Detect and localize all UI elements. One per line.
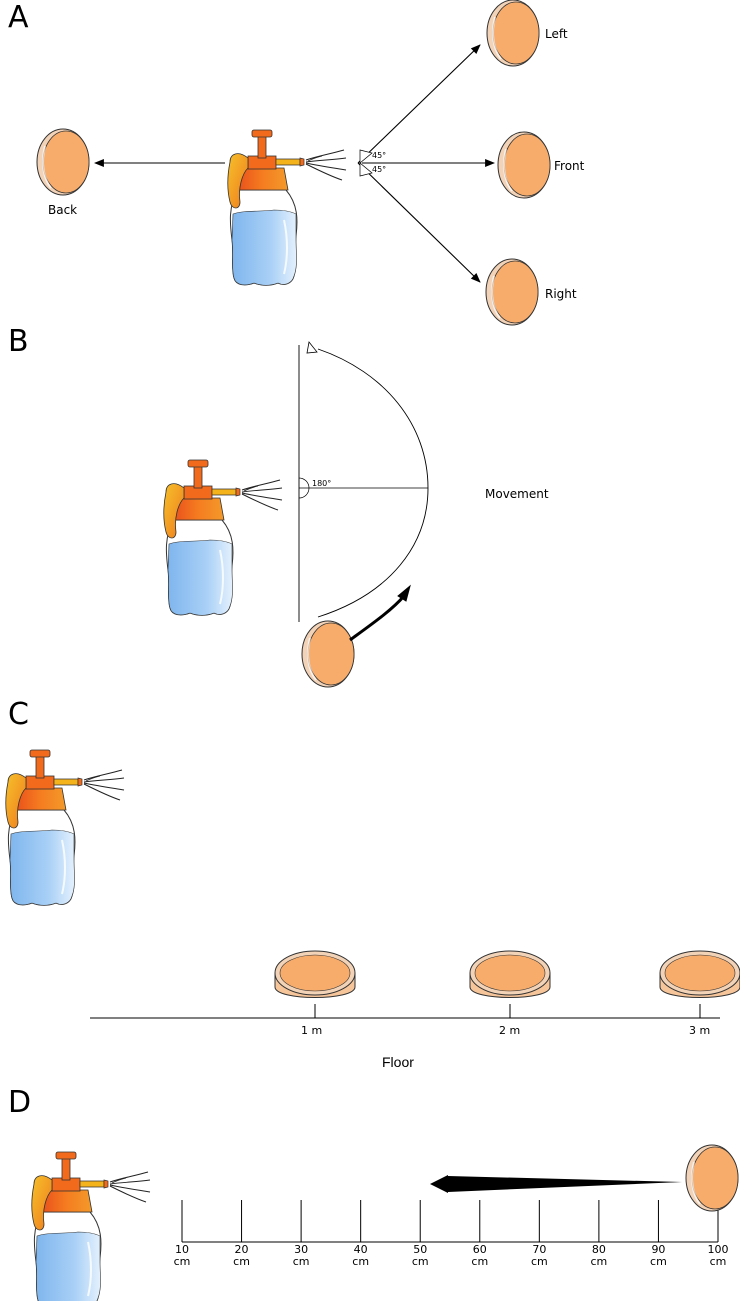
sprayer-bottle-icon: [4, 749, 126, 907]
movement-arrowhead-icon: [397, 584, 411, 602]
ruler-tick-label-30: 30: [294, 1243, 308, 1256]
angle-label-lower: 45°: [372, 165, 386, 174]
distance-label-1m: 1 m: [301, 1024, 322, 1037]
dish-2m: [469, 950, 551, 998]
label-right: Right: [545, 287, 577, 301]
panel-d: D 10cm20cm30cm40cm50cm60cm70cm80cm90cm10…: [8, 1085, 739, 1301]
ruler-tick-label-50: 50: [413, 1243, 427, 1256]
ruler-tick-unit-70: cm: [531, 1255, 548, 1268]
label-movement: Movement: [485, 487, 549, 501]
arc-arrowhead-icon: [306, 341, 318, 354]
panel-b: B 180° Movement: [8, 324, 549, 688]
distance-label-3m: 3 m: [689, 1024, 710, 1037]
angle-label-upper: 45°: [372, 151, 386, 160]
label-left: Left: [545, 27, 568, 41]
label-front: Front: [554, 159, 585, 173]
ruler-tick-label-70: 70: [532, 1243, 546, 1256]
dish-front: [497, 131, 551, 199]
ruler-tick-label-100: 100: [708, 1243, 729, 1256]
sprayer-bottle-icon: [162, 459, 283, 617]
angle-arc-180: [298, 477, 310, 499]
ruler-tick-label-40: 40: [354, 1243, 368, 1256]
panel-c-letter: C: [8, 697, 29, 732]
ruler-tick-label-60: 60: [473, 1243, 487, 1256]
label-back: Back: [48, 203, 77, 217]
ruler-tick-unit-30: cm: [293, 1255, 310, 1268]
dish-1m: [274, 950, 356, 998]
ruler-tick-unit-40: cm: [352, 1255, 369, 1268]
angle-wedge-upper: [359, 149, 373, 164]
arrow-to-left: [357, 44, 481, 164]
arrow-to-right: [357, 162, 481, 283]
sprayer-bottle-icon: [30, 1151, 152, 1301]
dish-right: [485, 258, 539, 326]
angle-wedge-lower: [359, 162, 373, 177]
panel-a: A 45° 45° Left Front Right Back: [8, 0, 585, 326]
ruler-tick-unit-10: cm: [174, 1255, 191, 1268]
ruler-tick-label-20: 20: [235, 1243, 249, 1256]
movement-arc: [317, 348, 429, 618]
dish-approaching: [685, 1144, 739, 1212]
label-floor: Floor: [382, 1054, 414, 1070]
movement-arrow: [349, 595, 406, 642]
panel-c: C 1 m 2 m 3 m Floor: [4, 697, 740, 1070]
dish-moving: [301, 620, 355, 688]
panel-d-letter: D: [8, 1085, 31, 1120]
ruler-tick-label-90: 90: [651, 1243, 665, 1256]
distance-label-2m: 2 m: [499, 1024, 520, 1037]
ruler-tick-unit-100: cm: [710, 1255, 727, 1268]
ruler-tick-label-80: 80: [592, 1243, 606, 1256]
ruler-tick-unit-50: cm: [412, 1255, 429, 1268]
angle-label-180: 180°: [312, 479, 331, 488]
dish-back: [36, 128, 90, 196]
ruler-ticks: 10cm20cm30cm40cm50cm60cm70cm80cm90cm100c…: [174, 1200, 729, 1268]
ruler-tick-unit-90: cm: [650, 1255, 667, 1268]
ruler-tick-unit-60: cm: [471, 1255, 488, 1268]
dish-left: [486, 0, 540, 67]
panel-b-letter: B: [8, 324, 29, 359]
ruler-tick-unit-80: cm: [591, 1255, 608, 1268]
dish-3m: [659, 950, 740, 998]
sprayer-bottle-icon: [226, 129, 347, 287]
ruler-tick-label-10: 10: [175, 1243, 189, 1256]
panel-a-letter: A: [8, 0, 29, 35]
approach-arrow-shaft: [448, 1176, 682, 1192]
ruler-tick-unit-20: cm: [233, 1255, 250, 1268]
